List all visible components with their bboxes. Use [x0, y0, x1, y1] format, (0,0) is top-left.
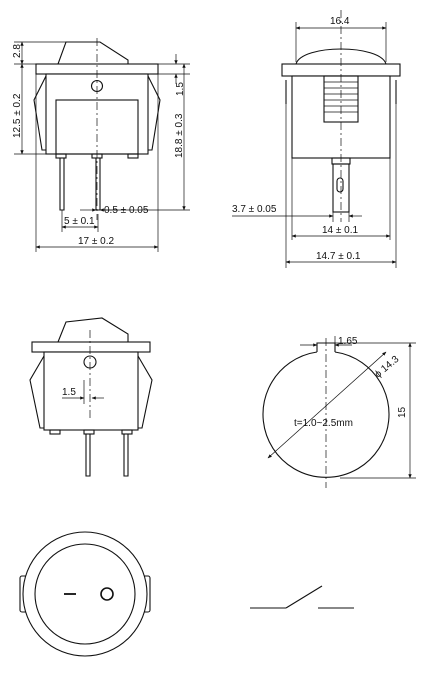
dim-body-width-front: 14 ± 0.1 — [322, 225, 359, 236]
top-view-round-switch — [19, 531, 151, 657]
dim-small-gap: 1.5 — [175, 82, 186, 96]
dim-panel-thickness: t=1.0~2.5mm — [294, 418, 353, 429]
dim-pin-spacing: 5 ± 0.1 — [64, 216, 95, 227]
dim-cap-height: 2.8 — [12, 44, 23, 58]
dim-body-width: 17 ± 0.2 — [78, 236, 115, 247]
dim-cutout-diameter: ϕ 14.3 — [373, 354, 402, 381]
dim-cap-width: 16.4 — [330, 16, 350, 27]
on-symbol-icon — [100, 587, 114, 601]
side-view-top-left: 2.8 12.5 ± 0.2 1.5 18.8 ± 0.3 0.5 ± 0.05… — [12, 38, 190, 252]
dim-cutout-height: 15 — [397, 406, 408, 418]
switch-schematic-symbol — [250, 585, 354, 609]
front-view-top-right: 16.4 3.7 ± 0.05 14 ± 0.1 14.7 ± 0.1 — [232, 10, 401, 268]
side-view-middle-left: 1.5 — [29, 317, 153, 477]
dim-pin-thickness: 0.5 ± 0.05 — [104, 205, 149, 216]
panel-cutout-view: t=1.0~2.5mm ϕ 14.3 1.65 15 — [262, 336, 416, 488]
dim-total-height: 18.8 ± 0.3 — [174, 113, 185, 158]
dim-body-height: 12.5 ± 0.2 — [12, 93, 23, 138]
dim-offset: 1.5 — [62, 387, 76, 398]
dim-pin-width: 3.7 ± 0.05 — [232, 204, 277, 215]
dim-notch-width: 1.65 — [338, 336, 358, 347]
dim-flange-width: 14.7 ± 0.1 — [316, 251, 361, 262]
